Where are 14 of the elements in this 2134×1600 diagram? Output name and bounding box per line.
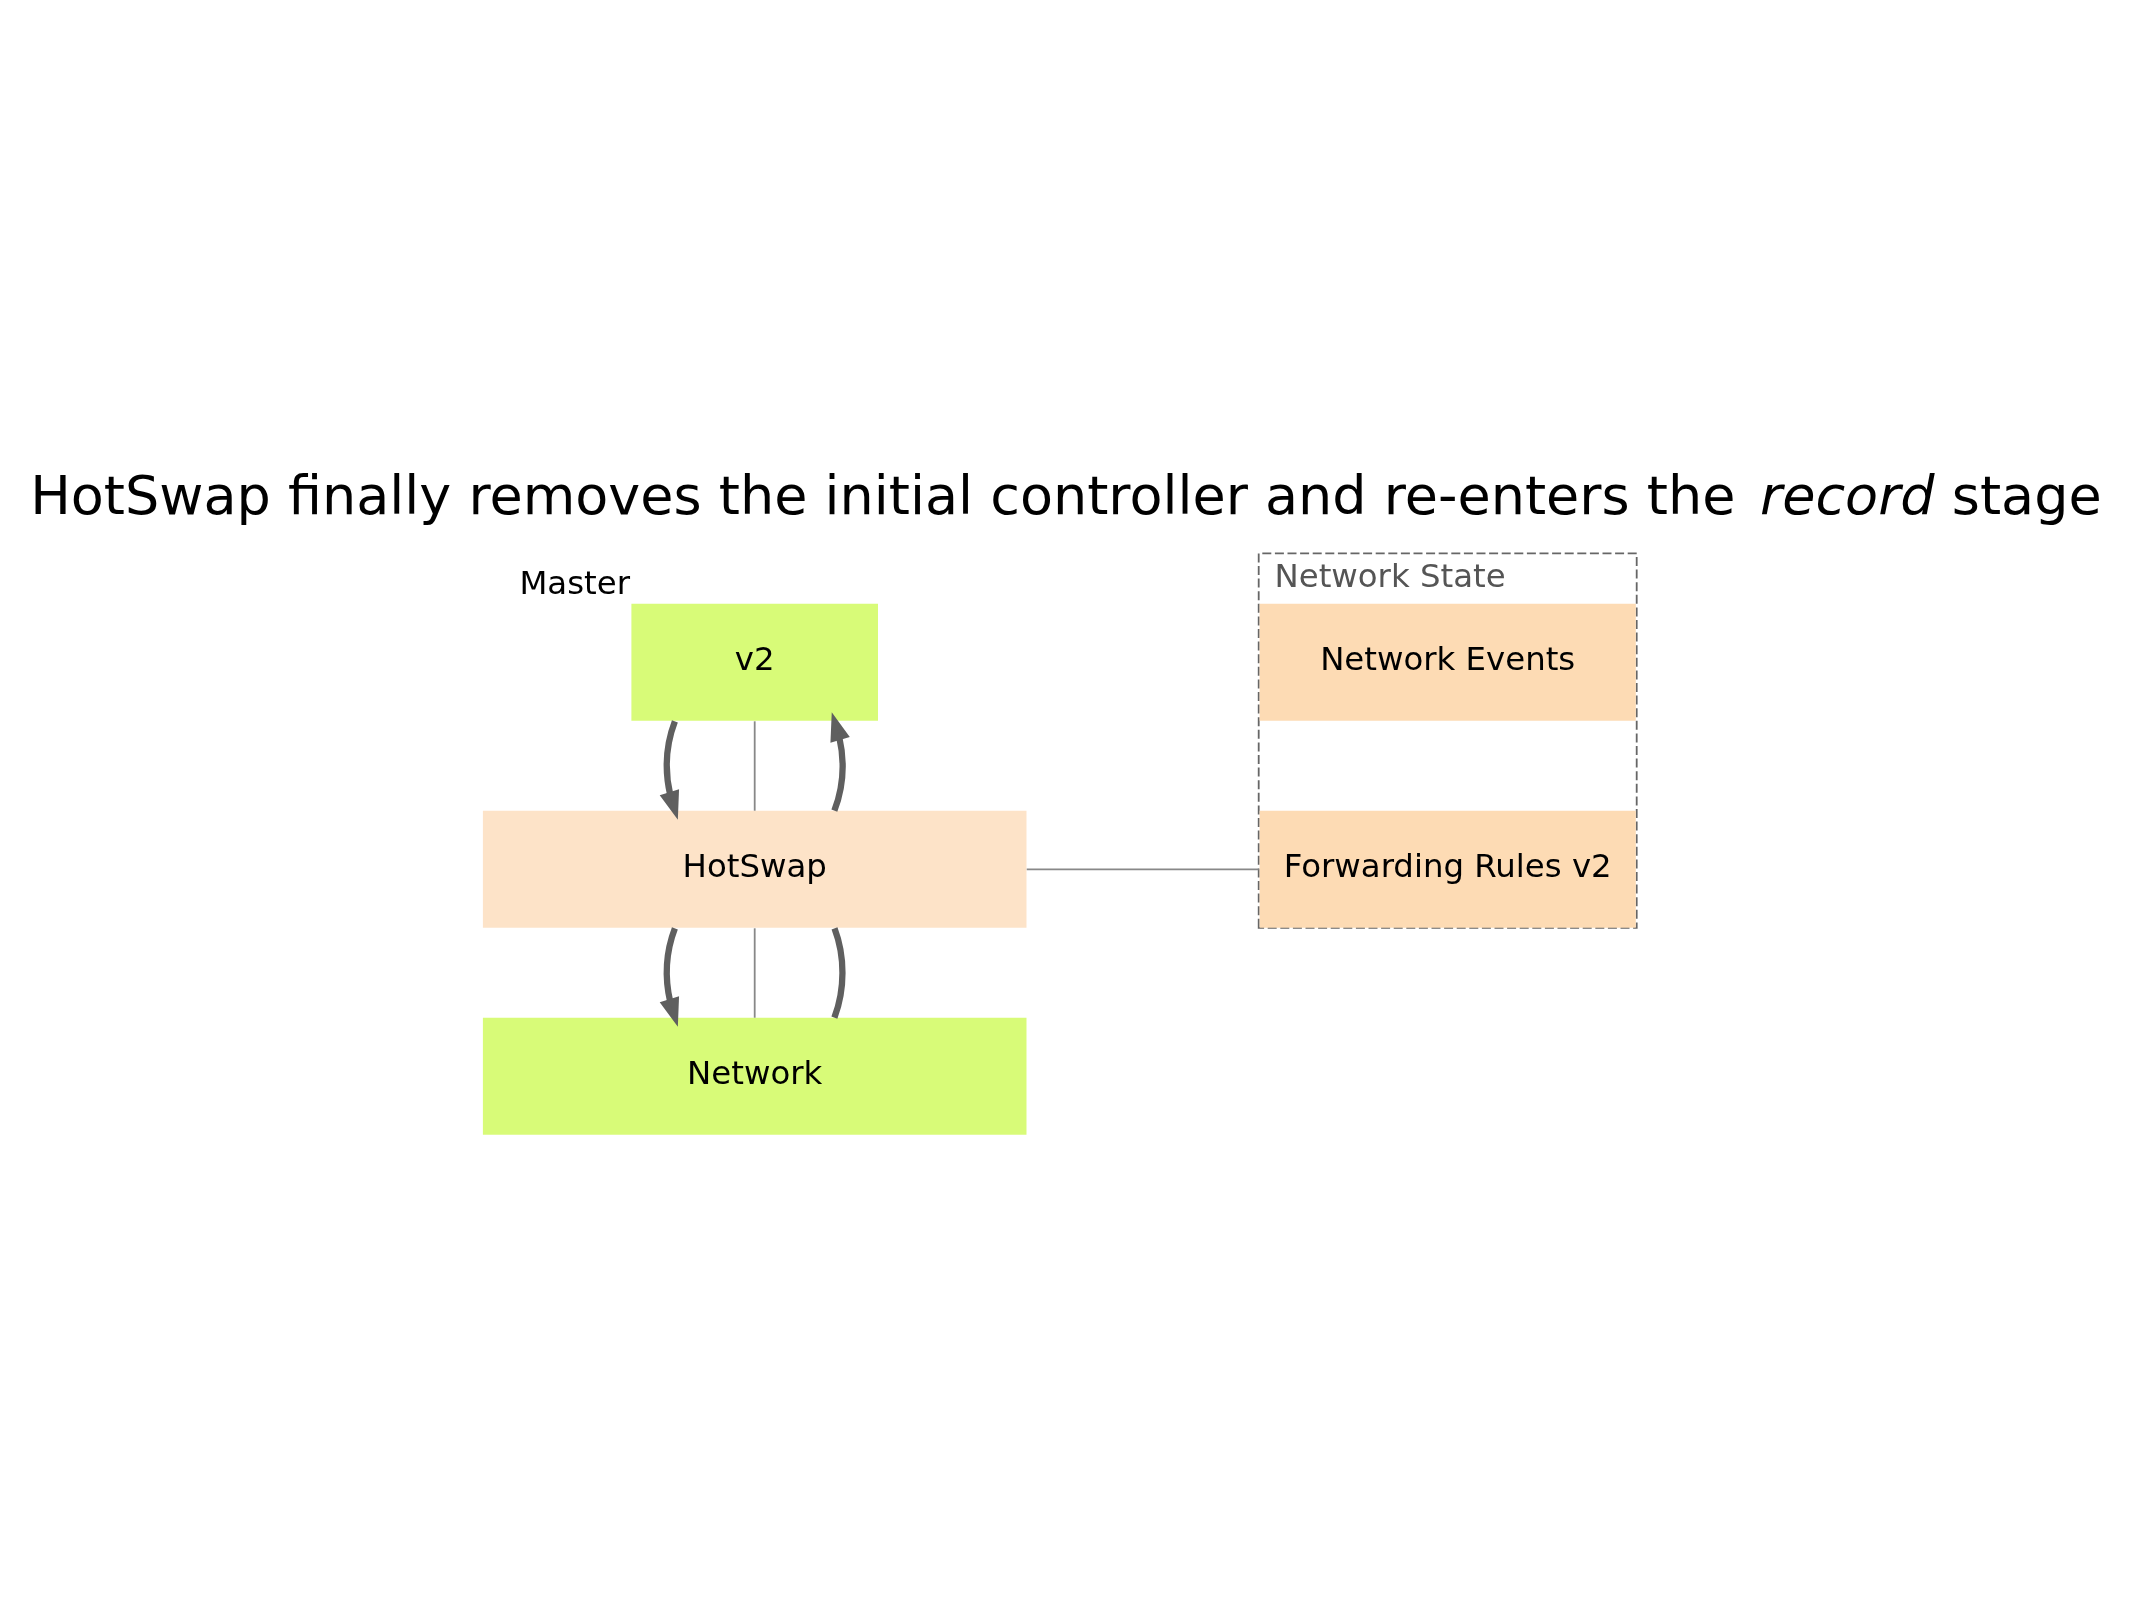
diagram-title: HotSwap finally removes the initial controller and re-enters the record stage [30, 463, 2102, 527]
arrow [659, 720, 680, 820]
node-box: Network Events [1259, 603, 1636, 721]
connector [1025, 868, 1260, 871]
arrow [830, 712, 850, 812]
arrow [659, 927, 680, 1027]
node-label: Master [519, 563, 630, 602]
connector [831, 927, 846, 1019]
connector [753, 720, 756, 812]
node-box: HotSwap [482, 810, 1027, 928]
node-box: Network [482, 1017, 1027, 1135]
node-box: v2 [631, 603, 878, 721]
connector [753, 927, 756, 1019]
node-box: Forwarding Rules v2 [1259, 810, 1636, 928]
